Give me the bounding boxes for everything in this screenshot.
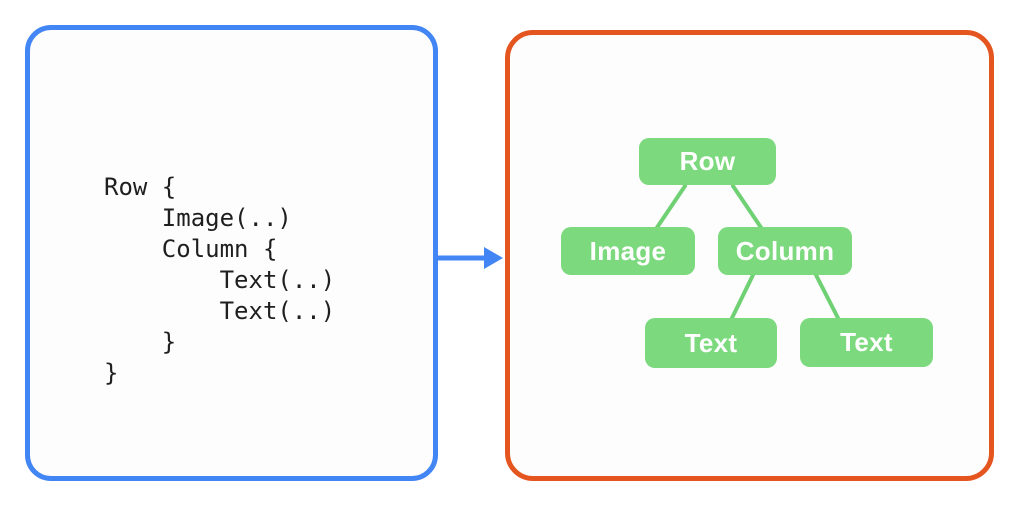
tree-node-row: Row (639, 138, 776, 185)
tree-node-text-2: Text (800, 318, 933, 367)
tree-node-image: Image (561, 227, 695, 275)
tree-node-column: Column (718, 227, 852, 275)
code-snippet: Row { Image(..) Column { Text(..) Text(.… (104, 173, 336, 387)
right-arrow-icon (437, 247, 503, 269)
code-panel (25, 25, 438, 481)
tree-node-text-1: Text (645, 318, 777, 368)
right-arrow-head (484, 247, 503, 269)
